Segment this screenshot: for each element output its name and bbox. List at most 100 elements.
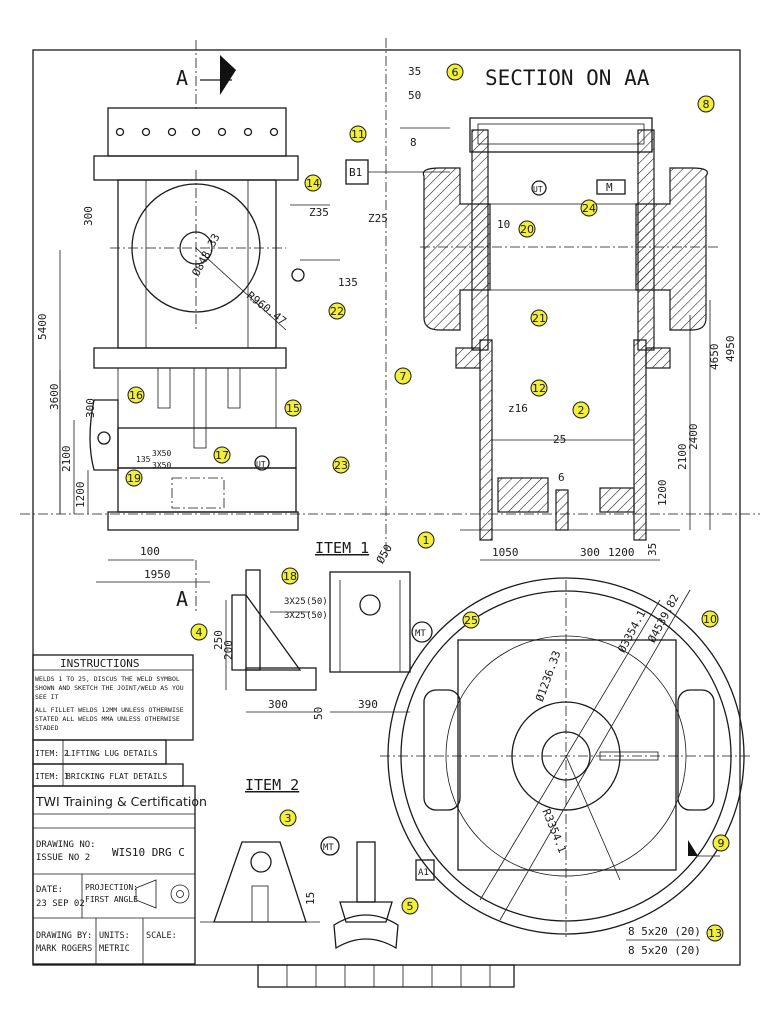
title-block: INSTRUCTIONS WELDS 1 TO 25, DISCUS THE W… bbox=[32, 654, 207, 965]
weld-tag-24: 24 bbox=[580, 199, 598, 217]
weld-label-3x25-a: 3X25 bbox=[284, 597, 306, 607]
dim-300-right: 300 bbox=[580, 546, 600, 559]
svg-text:4: 4 bbox=[196, 626, 203, 639]
weld-tag-15: 15 bbox=[284, 399, 302, 417]
drawing-no-value: WIS10 DRG C bbox=[112, 846, 185, 859]
projection-value: FIRST ANGLE bbox=[85, 895, 138, 904]
dim-15: 15 bbox=[304, 892, 317, 905]
date-value: 23 SEP 02 bbox=[36, 899, 85, 909]
round-plan-view: Ø1236.33 Ø3354.1 Ø4539.82 R3354.1 8 5x20… bbox=[380, 577, 750, 957]
dim-300-top: 300 bbox=[82, 206, 95, 226]
bottom-reference-strip bbox=[257, 964, 515, 988]
dim-2400: 2400 bbox=[687, 424, 700, 451]
date-label: DATE: bbox=[36, 885, 63, 895]
svg-text:25: 25 bbox=[464, 614, 478, 627]
dim-5400: 5400 bbox=[36, 314, 49, 341]
dim-250: 250 bbox=[212, 630, 225, 650]
weld-label-50-a: (50) bbox=[306, 597, 328, 607]
svg-text:14: 14 bbox=[306, 177, 320, 190]
weld-tag-13: 13 bbox=[706, 924, 724, 942]
weld-label-8: 8 bbox=[410, 136, 417, 149]
dia-1236: Ø1236.33 bbox=[533, 649, 563, 703]
weld-tag-19: 19 bbox=[125, 469, 143, 487]
instructions-line-5: STATED ALL WELDS MMA UNLESS OTHERWISE bbox=[35, 715, 180, 723]
section-arrow-icon bbox=[220, 55, 236, 95]
svg-text:9: 9 bbox=[718, 837, 725, 850]
dim-300-mid: 300 bbox=[84, 398, 97, 418]
svg-text:22: 22 bbox=[330, 305, 344, 318]
diameter-label: Ø848.33 bbox=[189, 231, 222, 278]
item2-list-desc: LIFTING LUG DETAILS bbox=[66, 749, 158, 758]
svg-text:13: 13 bbox=[708, 927, 722, 940]
svg-text:20: 20 bbox=[520, 223, 534, 236]
svg-text:3: 3 bbox=[285, 812, 292, 825]
weld-tag-16: 16 bbox=[127, 386, 145, 404]
weld-label-z16: z16 bbox=[508, 402, 528, 415]
dim-2100-right: 2100 bbox=[676, 444, 689, 471]
instructions-heading: INSTRUCTIONS bbox=[60, 657, 139, 670]
svg-text:11: 11 bbox=[351, 128, 365, 141]
weld-label-3x50-b: 3X50 bbox=[152, 461, 171, 470]
svg-text:24: 24 bbox=[582, 202, 596, 215]
weld-label-mt-b: MT bbox=[323, 843, 334, 853]
weld-label-ut-a: UT bbox=[533, 185, 543, 194]
weld-note-2: 8 5x20 (20) bbox=[628, 944, 701, 957]
svg-text:17: 17 bbox=[215, 449, 229, 462]
weld-label-35: 35 bbox=[408, 65, 421, 78]
weld-tag-21: 21 bbox=[530, 309, 548, 327]
svg-text:23: 23 bbox=[334, 459, 348, 472]
weld-tag-22: 22 bbox=[328, 302, 346, 320]
weld-label-3x50-a: 3X50 bbox=[152, 449, 171, 458]
item1-title: ITEM 1 bbox=[315, 539, 369, 557]
weld-tag-11: 11 bbox=[349, 125, 367, 143]
dim-4950: 4950 bbox=[724, 336, 737, 363]
first-angle-cone-icon bbox=[135, 879, 157, 909]
issue-label: ISSUE NO 2 bbox=[36, 853, 90, 863]
weld-label-a1: A1 bbox=[418, 868, 429, 878]
dim-35: 35 bbox=[646, 543, 659, 556]
weld-label-50: 50 bbox=[408, 89, 421, 102]
weld-label-ut-b: UT bbox=[256, 460, 266, 469]
item1-list-label: ITEM: 1 bbox=[35, 772, 69, 781]
instructions-line-3: SEE IT bbox=[35, 693, 59, 701]
weld-tag-10: 10 bbox=[701, 610, 719, 628]
scale-label: SCALE: bbox=[146, 931, 177, 941]
weld-tag-9: 9 bbox=[712, 834, 730, 852]
section-mark-top: A bbox=[176, 66, 188, 90]
svg-text:6: 6 bbox=[452, 66, 459, 79]
dim-200: 200 bbox=[222, 640, 235, 660]
weld-tag-17: 17 bbox=[213, 446, 231, 464]
weld-tag-25: 25 bbox=[462, 611, 480, 629]
dim-2100: 2100 bbox=[60, 446, 73, 473]
drawn-by-label: DRAWING BY: bbox=[36, 931, 92, 941]
weld-tag-14: 14 bbox=[304, 174, 322, 192]
section-mark-bottom: A bbox=[176, 587, 188, 611]
projection-label: PROJECTION: bbox=[85, 883, 138, 892]
dim-3600: 3600 bbox=[48, 384, 61, 411]
dim-100: 100 bbox=[140, 545, 160, 558]
svg-text:10: 10 bbox=[703, 613, 717, 626]
units-label: UNITS: bbox=[99, 931, 130, 941]
weld-label-25: 25 bbox=[553, 433, 566, 446]
instructions-line-2: SHOWN AND SKETCH THE JOINT/WELD AS YOU bbox=[35, 684, 184, 692]
svg-text:16: 16 bbox=[129, 389, 143, 402]
instructions-line-1: WELDS 1 TO 25, DISCUS THE WELD SYMBOL bbox=[35, 675, 180, 683]
weld-tag-1: 1 bbox=[417, 531, 435, 549]
left-elevation-view: A Ø848.33 R960.47 5400 bbox=[36, 40, 358, 614]
section-title: SECTION ON AA bbox=[485, 66, 650, 90]
instructions-line-6: STADED bbox=[35, 724, 59, 732]
weld-label-135-b: 135 bbox=[136, 455, 151, 464]
weld-label-3x25-b: 3X25 bbox=[284, 611, 306, 621]
item2-list-label: ITEM: 2 bbox=[35, 749, 69, 758]
weld-label-b1: B1 bbox=[349, 166, 362, 179]
dia-3354: Ø3354.1 bbox=[615, 608, 648, 655]
drawn-by-value: MARK ROGERS bbox=[36, 944, 92, 954]
weld-tag-4: 4 bbox=[190, 623, 208, 641]
weld-tag-8: 8 bbox=[697, 95, 715, 113]
weld-tag-5: 5 bbox=[401, 897, 419, 915]
company-name: TWI Training & Certification bbox=[35, 794, 207, 809]
svg-text:21: 21 bbox=[532, 312, 546, 325]
dim-1200: 1200 bbox=[74, 482, 87, 509]
dim-50: 50 bbox=[312, 707, 325, 720]
dim-300-item1: 300 bbox=[268, 698, 288, 711]
